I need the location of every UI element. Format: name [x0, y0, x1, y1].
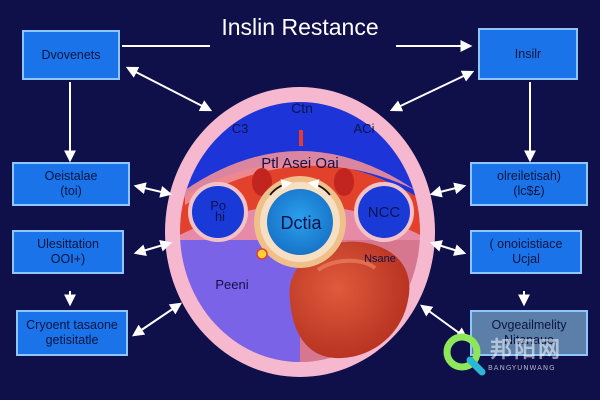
- left-box-1: Dvovenets: [22, 30, 120, 80]
- center-circle: [267, 189, 333, 255]
- center-arrow-right: [307, 179, 331, 196]
- label-left-circle-line1: Po: [210, 198, 226, 213]
- label-center: Dctia: [280, 213, 322, 233]
- label-right-circle: NCC: [368, 204, 401, 221]
- left-box-4-line-1: Cryoent tasaone: [26, 318, 118, 332]
- watermark-text: 邦阳网: [490, 338, 563, 363]
- left-blue-circle: [188, 182, 248, 242]
- left-box-4: Cryoent tasaone getisitatle: [16, 310, 128, 356]
- left-box-2: Oeistalae (toi): [12, 162, 130, 206]
- label-band: Ptl Asei Oai: [261, 155, 339, 172]
- label-top: Ctn: [291, 100, 313, 116]
- arrow-right-3-horizontal: [429, 240, 467, 256]
- left-box-3-line-1: Ulesittation: [37, 237, 99, 251]
- diagram-title: Inslin Restance: [221, 14, 379, 40]
- right-kidney: [334, 168, 354, 196]
- right-box-4-line-1: Ovgeailmelity: [491, 318, 567, 332]
- arrow-right-2-horizontal: [429, 182, 467, 198]
- right-box-4: Ovgeailmelity Nitanaue: [470, 310, 588, 356]
- top-marker: [299, 130, 303, 146]
- right-box-3: ( onoicistiace Ucjal: [470, 230, 582, 274]
- arrow-left-2-horizontal: [133, 182, 173, 198]
- right-box-2-line-1: olreiletisah): [497, 169, 561, 183]
- watermark-logo-icon: [443, 333, 486, 376]
- arrow-tl-diagonal: [125, 66, 213, 112]
- left-box-3: Ulesittation OOI+): [12, 230, 124, 274]
- right-box-2: olreiletisah) (lc$£): [470, 162, 588, 206]
- label-left-circle-line2: hi: [215, 209, 225, 224]
- label-top-left: C3: [232, 121, 249, 136]
- right-box-3-line-1: ( onoicistiace: [489, 237, 563, 251]
- right-box-1: Insilr: [478, 28, 578, 80]
- label-top-right: ACi: [354, 121, 375, 136]
- left-box-3-line-2: OOI+): [50, 252, 86, 266]
- label-liver: Nsane: [364, 253, 396, 265]
- center-arrow-left: [269, 179, 293, 196]
- right-box-2-line-2: (lc$£): [513, 184, 545, 198]
- arrow-right-4-diagonal: [420, 304, 468, 340]
- right-box-3-line-2: Ucjal: [512, 252, 540, 266]
- watermark-subtext: BANGYUNWANG: [488, 364, 556, 372]
- right-blue-circle: [354, 182, 414, 242]
- pink-band: [185, 151, 415, 205]
- left-box-1-line-1: Dvovenets: [41, 47, 101, 62]
- left-kidney: [252, 168, 272, 196]
- arrow-left-4-diagonal: [132, 302, 182, 337]
- arrow-tr-diagonal: [389, 70, 475, 112]
- liver-highlight: [316, 258, 377, 272]
- left-box-2-line-1: Oeistalae: [44, 169, 98, 183]
- label-left-circle: Po hi: [210, 198, 230, 224]
- arrow-left-3-horizontal: [133, 239, 173, 257]
- right-box-4-line-2: Nitanaue: [503, 333, 555, 347]
- label-bottom-left: Peeni: [215, 277, 248, 292]
- left-box-2-line-2: (toi): [60, 184, 82, 198]
- yellow-dot: [256, 248, 268, 260]
- right-box-1-line-1: Insilr: [514, 46, 542, 61]
- left-box-4-line-2: getisitatle: [45, 333, 99, 347]
- watermark: 邦阳网 BANGYUNWANG: [440, 330, 580, 380]
